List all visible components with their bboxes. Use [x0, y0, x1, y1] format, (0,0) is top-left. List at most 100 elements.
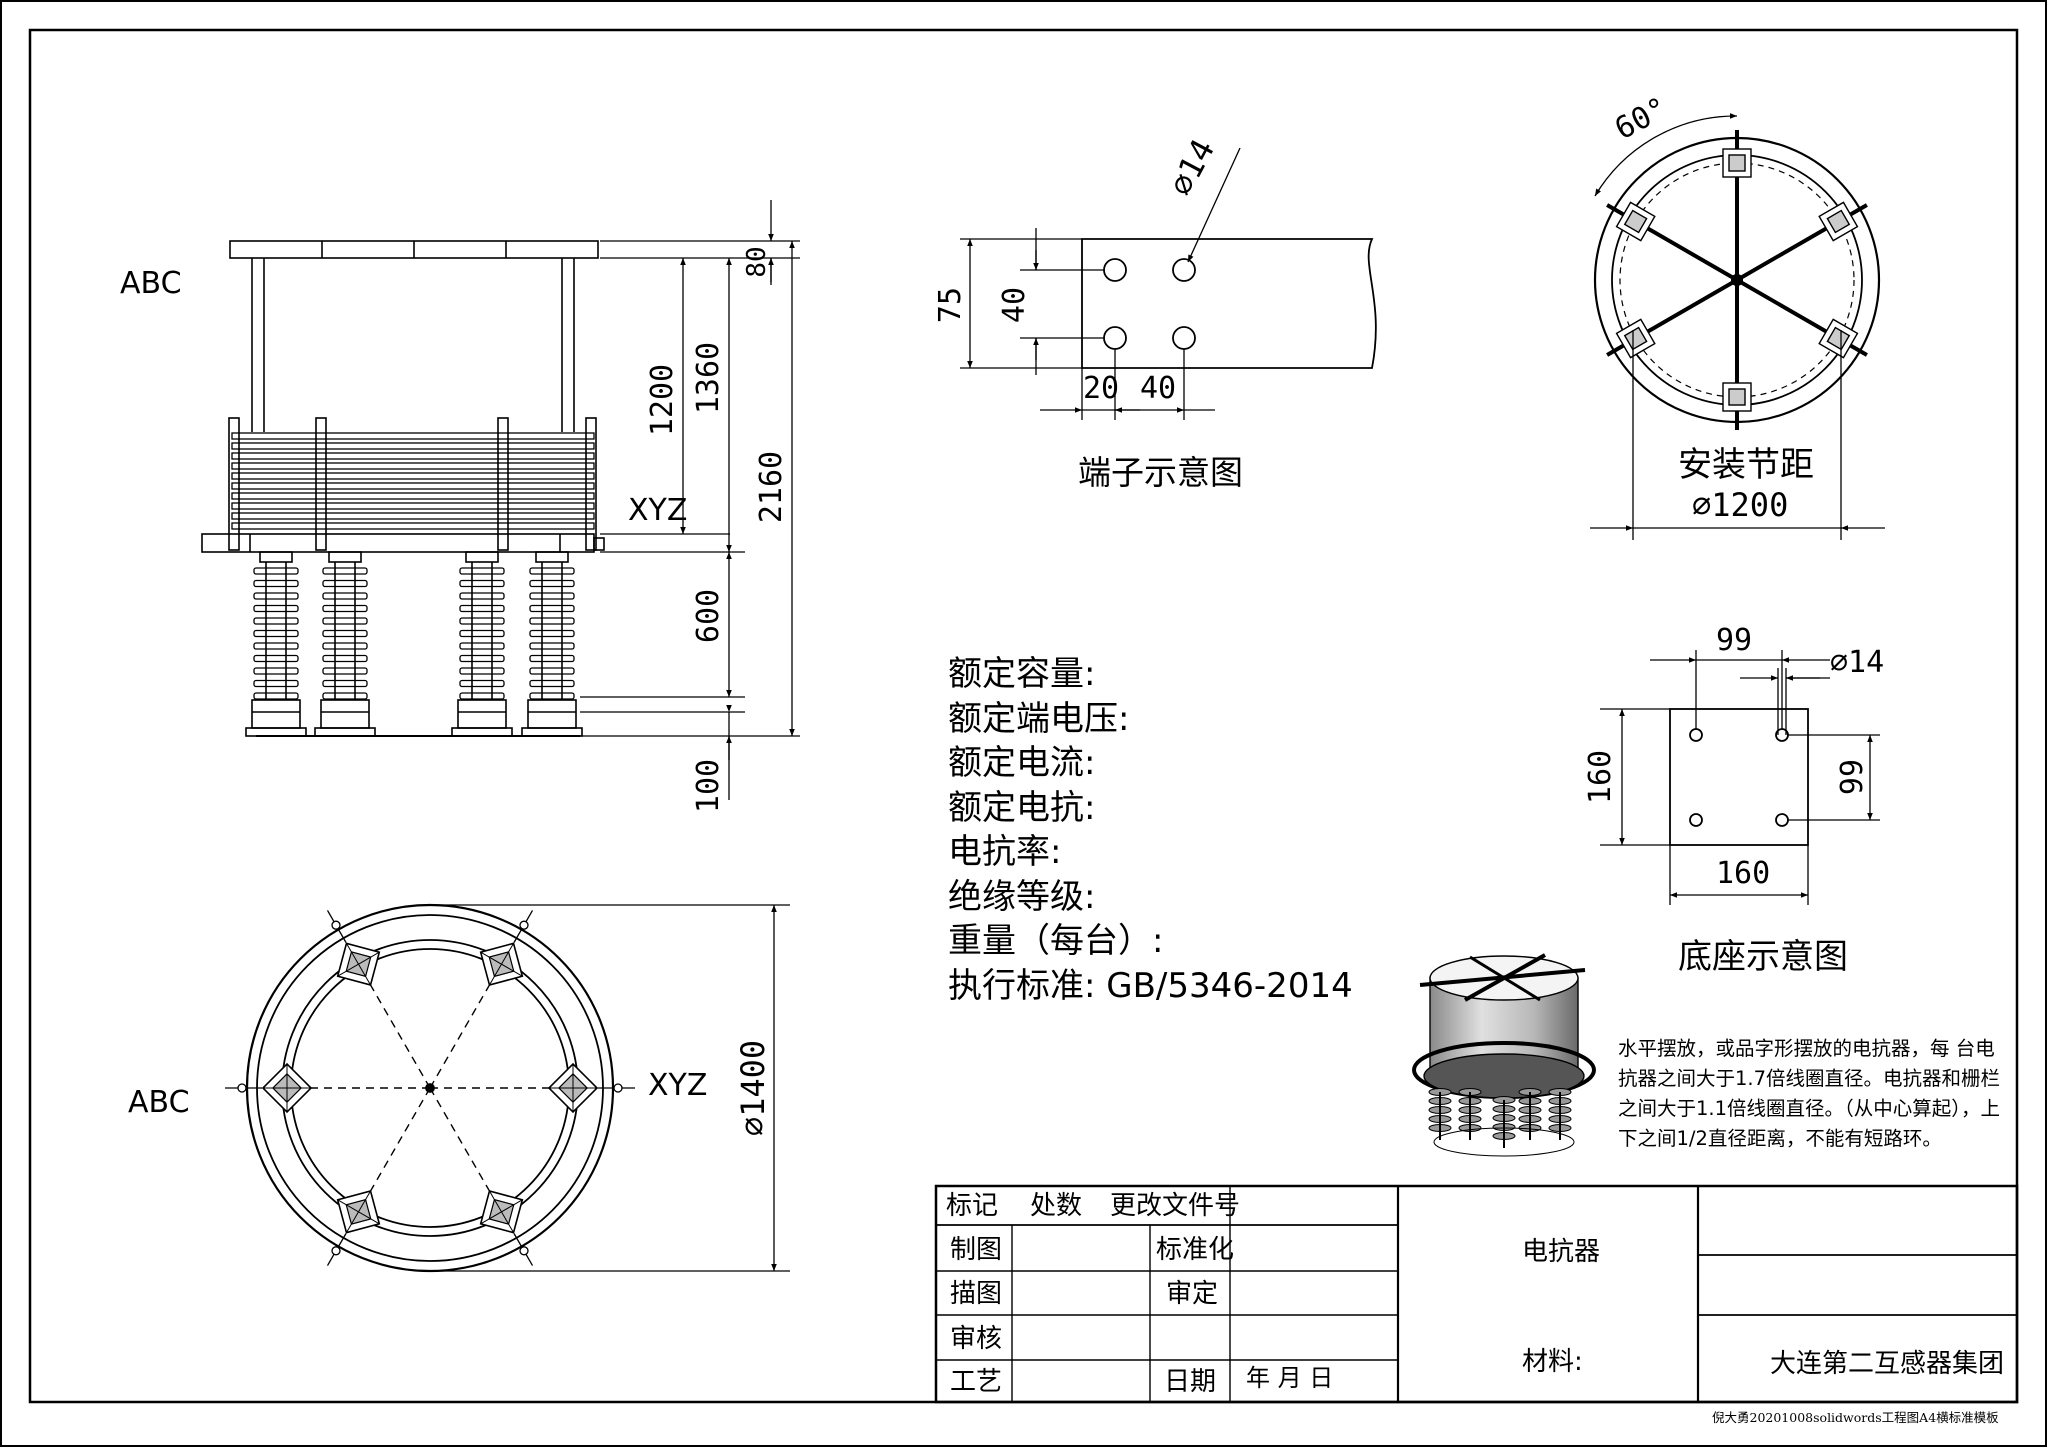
winding-turn: [231, 462, 595, 470]
base-hole: ∅14: [1830, 645, 1884, 680]
mounting-title: 安装节距: [1678, 445, 1814, 485]
winding-turn: [231, 512, 595, 520]
tb-product: 电抗器: [1522, 1237, 1600, 1267]
tb-company: 大连第二互感器集团: [1770, 1349, 2004, 1379]
label-abc-front: ABC: [120, 266, 182, 301]
tb-ymd: 年 月 日: [1246, 1364, 1333, 1392]
base-title: 底座示意图: [1678, 937, 1848, 977]
iso-insulator-leg: [1548, 1088, 1572, 1140]
terminal-dimensions: [960, 147, 1241, 420]
winding-turn: [231, 432, 595, 440]
insulator-box: [336, 1190, 381, 1234]
post-insulator: [521, 551, 583, 737]
dim-2160: 2160: [754, 451, 789, 523]
mounting-dimensions: [1590, 330, 1885, 540]
winding-turn: [231, 472, 595, 480]
base-dim-99-h: 99: [1716, 623, 1752, 658]
mounting-foot: [1615, 318, 1656, 359]
lead-terminal: [519, 1246, 529, 1256]
dim-diameter-1400: ∅1400: [734, 1040, 772, 1136]
spec-rated-reactance: 额定电抗:: [948, 787, 1096, 828]
mounting-foot: [1818, 318, 1859, 359]
spec-reactance-rate: 电抗率:: [948, 832, 1062, 872]
dim-1360: 1360: [691, 342, 726, 414]
spec-rated-voltage: 额定端电压:: [948, 698, 1130, 739]
dim-100: 100: [691, 759, 726, 813]
tb-count: 处数: [1030, 1191, 1082, 1221]
insulator-box: [261, 1062, 313, 1114]
tb-check: 审核: [950, 1324, 1002, 1354]
spec-insulation-class: 绝缘等级:: [948, 876, 1096, 917]
front-view-dimensions: [580, 200, 800, 800]
spec-rated-current: 额定电流:: [948, 743, 1096, 783]
lead-terminal: [237, 1083, 247, 1093]
insulator-box: [547, 1062, 599, 1114]
front-view-dim-text: 80 1200 1360 2160 600 100 ABC XYZ: [120, 246, 789, 813]
insulator-box: [336, 942, 381, 986]
winding-turn: [231, 522, 595, 530]
post-insulator: [314, 551, 376, 737]
insulator-box: [479, 1190, 524, 1234]
dim-20: 20: [1083, 371, 1119, 406]
base-dim-160-v: 160: [1583, 750, 1618, 804]
top-view-dimensions: [430, 904, 790, 1272]
tb-mark: 标记: [946, 1191, 998, 1221]
dim-40-h: 40: [1140, 371, 1176, 406]
label-xyz-top: XYZ: [648, 1068, 707, 1103]
base-dim-160-h: 160: [1716, 856, 1770, 891]
dim-1200: 1200: [645, 364, 680, 436]
tb-standardize: 标准化: [1156, 1235, 1234, 1265]
iso-insulator-leg: [1458, 1088, 1482, 1140]
terminal-view: [1081, 238, 1377, 369]
spec-standard: 执行标准: GB/5346-2014: [948, 965, 1353, 1006]
mounting-foot: [1818, 201, 1859, 242]
mounting-foot: [1615, 201, 1656, 242]
terminal-text: 75 40 20 40 ∅14 端子示意图: [933, 133, 1243, 492]
lead-terminal: [613, 1083, 623, 1093]
insulator-box: [479, 942, 524, 986]
winding-turn: [231, 502, 595, 510]
base-view: [1669, 708, 1809, 846]
tb-drawn: 制图: [950, 1235, 1002, 1265]
iso-insulator-leg: [1428, 1088, 1452, 1140]
winding-turn: [231, 482, 595, 490]
tb-change-doc: 更改文件号: [1110, 1191, 1240, 1221]
lead-terminal: [519, 920, 529, 930]
label-xyz-front: XYZ: [628, 493, 687, 528]
winding-turn: [231, 442, 595, 450]
mounting-foot: [1722, 382, 1752, 412]
hole-diameter: ∅14: [1162, 133, 1223, 202]
lead-terminal: [331, 920, 341, 930]
base-dimensions: [1600, 650, 1880, 905]
title-block-text: 标记 处数 更改文件号 制图 标准化 描图 审定 审核 工艺 日期 年 月 日 …: [946, 1191, 2004, 1397]
mounting-view: [1593, 113, 1881, 430]
spec-list: 额定容量: 额定端电压: 额定电流: 额定电抗: 电抗率: 绝缘等级: 重量（每…: [948, 652, 1353, 1008]
front-view: [201, 240, 605, 737]
winding-turn: [231, 452, 595, 460]
dim-40-v: 40: [997, 287, 1032, 323]
winding-turn: [231, 492, 595, 500]
tb-date: 日期: [1164, 1367, 1216, 1397]
base-text: 99 ∅14 160 99 160 底座示意图: [1583, 623, 1884, 977]
title-block: [934, 1184, 2019, 1404]
label-abc-top: ABC: [128, 1085, 190, 1120]
spec-weight: 重量（每台）:: [948, 921, 1164, 961]
dim-75: 75: [933, 287, 968, 323]
post-insulator: [451, 551, 513, 737]
tb-material: 材料:: [1522, 1347, 1583, 1377]
spec-rated-capacity: 额定容量:: [948, 654, 1096, 694]
dim-600: 600: [691, 589, 726, 643]
post-insulator: [245, 551, 307, 737]
iso-insulator-leg: [1492, 1096, 1516, 1148]
dim-80: 80: [742, 246, 772, 277]
isometric-view: [1412, 953, 1596, 1157]
angle-60: 60°: [1609, 91, 1673, 147]
tb-review: 审定: [1166, 1279, 1218, 1309]
base-dim-99-v: 99: [1835, 759, 1870, 795]
lead-terminal: [331, 1246, 341, 1256]
top-view-text: ABC XYZ ∅1400: [128, 1040, 772, 1136]
tb-trace: 描图: [950, 1279, 1002, 1309]
installation-note: 水平摆放，或品字形摆放的电抗器，每 台电抗器之间大于1.7倍线圈直径。电抗器和栅…: [1618, 1037, 2001, 1150]
